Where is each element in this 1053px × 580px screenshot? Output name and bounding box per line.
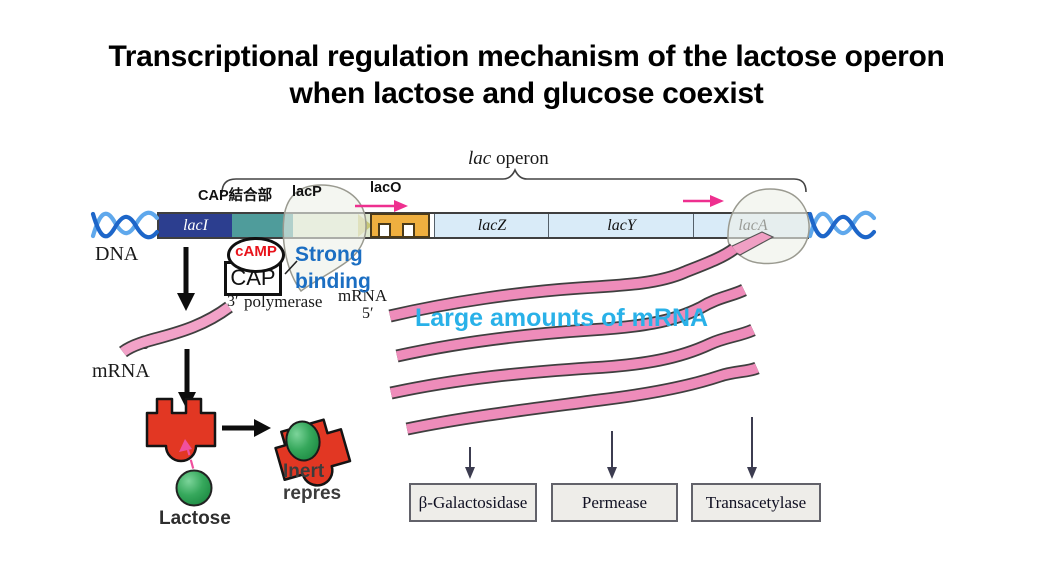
mrna-strand bbox=[405, 361, 760, 436]
lac-operon-label: lac operon bbox=[468, 148, 549, 170]
dna-helix-left-icon bbox=[90, 210, 160, 240]
lacP-promoter-label: lacP bbox=[292, 184, 322, 200]
strong-binding-line-2: binding bbox=[295, 270, 371, 293]
dna-label: DNA bbox=[95, 243, 139, 265]
repressor-protein bbox=[145, 397, 217, 463]
operator-notch bbox=[378, 223, 391, 236]
lacI-label: lacI bbox=[183, 216, 208, 234]
product-arrow bbox=[465, 447, 475, 479]
lac-operon-label-rest: operon bbox=[491, 148, 549, 169]
title-line-2: when lactose and glucose coexist bbox=[289, 77, 764, 110]
inert-repressor-label-line-2: repres bbox=[283, 483, 342, 504]
mrna-label-left: mRNA bbox=[92, 360, 150, 382]
inert-repressor-label-line-1: Inert bbox=[283, 461, 325, 482]
polymerase-label: polymerase bbox=[244, 292, 323, 311]
cap-binding-site-label: CAP結合部 bbox=[198, 188, 273, 204]
transcription-arrow bbox=[177, 247, 195, 311]
lac-operon-label-italic: lac bbox=[468, 148, 492, 169]
product-box-transacetylase: Transacetylase bbox=[691, 483, 821, 522]
gene-segment-lacZ: lacZ bbox=[434, 214, 549, 237]
product-arrow bbox=[607, 431, 617, 479]
transcription-direction-arrow-right bbox=[683, 195, 724, 207]
operator-segment bbox=[370, 213, 430, 238]
dna-bar: lacI lacZ lacY lacA bbox=[157, 212, 812, 239]
transcription-start-arrow-lacO bbox=[355, 200, 408, 212]
strong-binding-callout: Strong binding bbox=[295, 241, 371, 295]
camp-badge: cAMP bbox=[227, 237, 285, 273]
gene-segment-lacA: lacA bbox=[693, 214, 812, 237]
lacA-label: lacA bbox=[738, 216, 768, 234]
five-prime-label-mid: 5′ bbox=[362, 305, 374, 322]
three-prime-label: 3′ bbox=[227, 293, 239, 310]
dna-helix-right-icon bbox=[807, 210, 877, 240]
lactose-icon bbox=[175, 469, 213, 507]
bound-lactose-icon bbox=[285, 420, 321, 462]
five-prime-label-left: 5′ bbox=[141, 336, 153, 353]
product-box-permease: Permease bbox=[551, 483, 678, 522]
mrna-strand bbox=[389, 324, 756, 400]
gene-segment-lacY: lacY bbox=[548, 214, 694, 237]
gene-segment-lacI: lacI bbox=[159, 214, 232, 237]
large-amounts-mrna-callout: Large amounts of mRNA bbox=[415, 304, 709, 332]
strong-binding-line-1: Strong bbox=[295, 243, 363, 266]
lacY-label: lacY bbox=[607, 216, 636, 234]
lactose-label: Lactose bbox=[159, 508, 231, 529]
inert-repressor-label: Inert repres bbox=[283, 461, 341, 505]
operator-notch bbox=[402, 223, 415, 236]
mrna-strand-short bbox=[119, 301, 233, 358]
inactivation-arrow bbox=[222, 419, 271, 437]
translation-arrow bbox=[178, 349, 196, 410]
product-arrow bbox=[747, 417, 757, 479]
lacO-operator-label: lacO bbox=[370, 180, 402, 196]
page-title: Transcriptional regulation mechanism of … bbox=[0, 38, 1053, 112]
lactose-binding-arrow bbox=[179, 439, 199, 483]
lacZ-label: lacZ bbox=[477, 216, 507, 234]
title-line-1: Transcriptional regulation mechanism of … bbox=[108, 40, 945, 73]
cap-binding-segment bbox=[232, 214, 293, 237]
product-box-beta-galactosidase: β-Galactosidase bbox=[409, 483, 537, 522]
